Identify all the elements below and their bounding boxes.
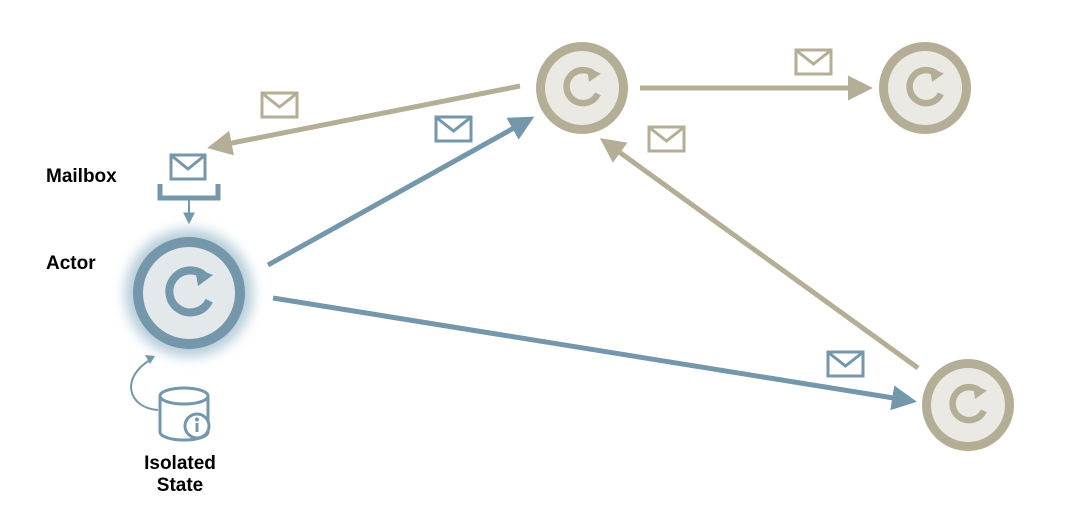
isolated-state-label: Isolated State [118, 453, 242, 497]
mailbox-icon [157, 153, 221, 225]
arrow-bottom-to-top [599, 138, 920, 371]
arrow-actor-to-top [266, 116, 535, 268]
inbox-tray-icon [157, 184, 221, 201]
isolated-state-icon [130, 355, 211, 442]
isolated-state-label-line2: State [156, 475, 204, 496]
mailbox-label: Mailbox [46, 166, 117, 187]
arrow-actor-to-bottom [272, 295, 917, 411]
actor-node [125, 229, 253, 357]
envelope-icon [826, 350, 865, 378]
envelope-icon [794, 48, 833, 76]
refresh-cycle-icon [563, 66, 601, 107]
database-info-icon [158, 386, 211, 442]
actor-node-top [536, 42, 628, 134]
refresh-cycle-icon [165, 266, 213, 317]
refresh-cycle-icon [949, 383, 987, 424]
isolated-state-label-line1: Isolated [144, 453, 216, 474]
envelope-icon [169, 153, 207, 181]
envelope-icon [647, 125, 686, 153]
actor-label: Actor [46, 253, 96, 274]
actor-node-bottom [922, 359, 1014, 451]
envelope-icon [260, 91, 299, 119]
envelope-icon [434, 115, 473, 143]
actor-node-right [879, 42, 971, 134]
arrow-top-to-actor [207, 83, 521, 156]
refresh-cycle-icon [906, 66, 944, 107]
